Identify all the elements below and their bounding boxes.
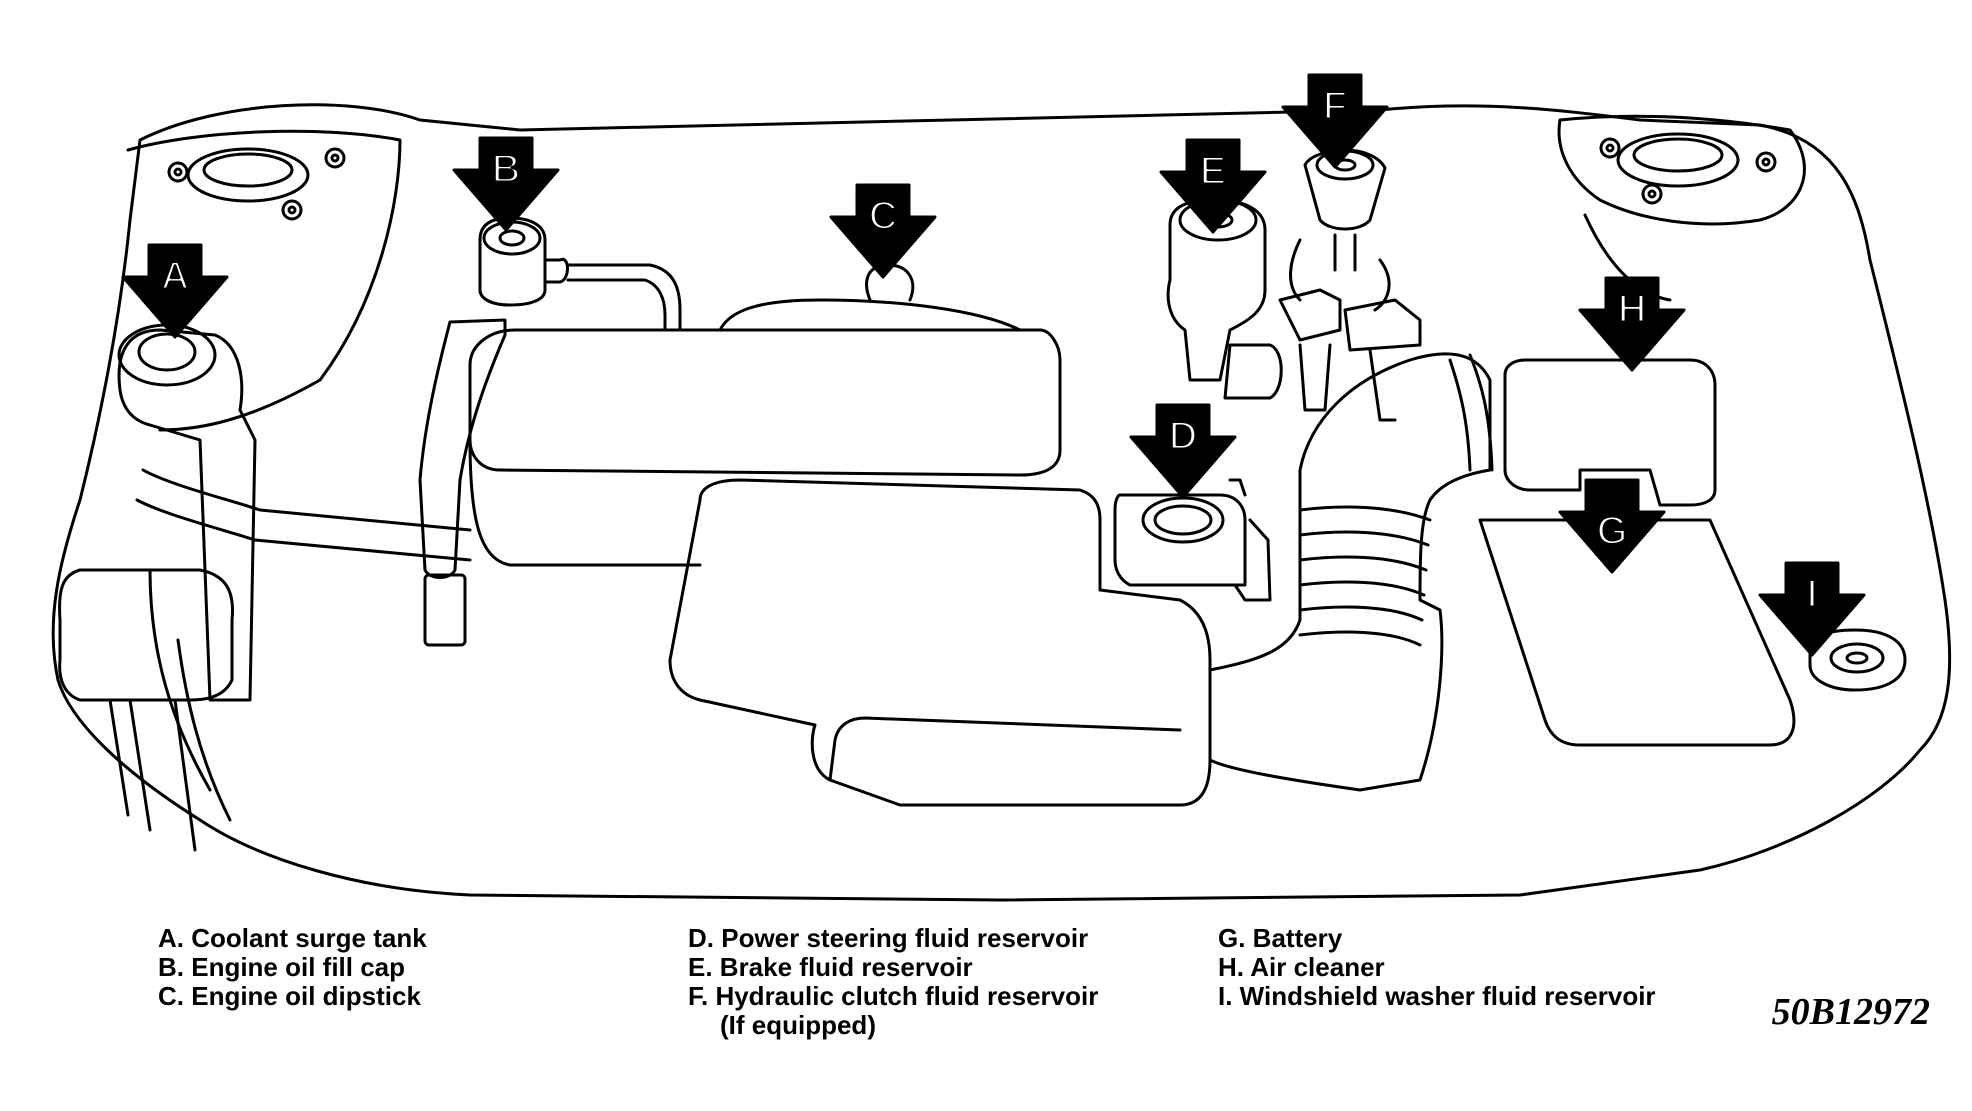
engine-left-rail [418, 318, 507, 579]
legend-item-f: F. Hydraulic clutch fluid reservoir [688, 981, 1099, 1011]
callout-arrow-a: A [121, 243, 229, 339]
callout-label-e: E [1200, 149, 1227, 193]
callout-label-i: I [1806, 572, 1817, 616]
legend-item-d: D. Power steering fluid reservoir [688, 923, 1089, 953]
air-cleaner-duct [1208, 352, 1494, 792]
callout-label-a: A [161, 254, 190, 298]
brake-fluid-reservoir [1166, 198, 1283, 400]
callout-label-g: G [1596, 509, 1627, 553]
callout-arrow-g: G [1558, 478, 1666, 574]
legend-column-3: G. Battery H. Air cleaner I. Windshield … [1218, 924, 1656, 1011]
legend-item-c: C. Engine oil dipstick [158, 981, 421, 1011]
callout-arrow-b: B [452, 136, 560, 232]
legend-item-a: A. Coolant surge tank [158, 923, 427, 953]
right-strut-tower [1557, 114, 1806, 302]
air-cleaner [1503, 358, 1717, 507]
legend-item-e: E. Brake fluid reservoir [688, 952, 973, 982]
legend-item-i: I. Windshield washer fluid reservoir [1218, 981, 1656, 1011]
power-steering-fluid-reservoir [1113, 478, 1272, 602]
callout-label-d: D [1169, 414, 1198, 458]
radiator-end-tank [58, 568, 235, 852]
legend-item-g: G. Battery [1218, 923, 1343, 953]
callout-arrow-e: E [1159, 138, 1267, 234]
legend-item-f-note: (If equipped) [720, 1010, 876, 1040]
left-strut-tower [126, 129, 402, 432]
callout-arrow-c: C [829, 183, 937, 279]
callout-label-f: F [1323, 84, 1347, 128]
callout-label-b: B [492, 147, 521, 191]
legend-item-h: H. Air cleaner [1218, 952, 1385, 982]
hydraulic-clutch-fluid-reservoir [1278, 148, 1422, 422]
engine-compartment-outline [51, 103, 1952, 902]
callout-label-h: H [1618, 287, 1647, 331]
engine-oil-fill-cap [478, 216, 682, 332]
battery [1478, 518, 1796, 747]
legend-column-1: A. Coolant surge tank B. Engine oil fill… [158, 924, 427, 1011]
windshield-washer-fluid-reservoir [1808, 628, 1907, 692]
inner-contour-left [148, 568, 232, 822]
figure-number: 50B12972 [1771, 991, 1930, 1033]
air-intake-duct [668, 478, 1212, 807]
callout-arrow-d: D [1129, 403, 1237, 499]
callout-arrow-f: F [1281, 73, 1389, 169]
callout-arrow-h: H [1578, 276, 1686, 372]
coolant-surge-tank [117, 323, 472, 702]
valve-cover [468, 298, 1062, 567]
callout-label-c: C [869, 194, 898, 238]
legend-column-2: D. Power steering fluid reservoir E. Bra… [688, 924, 1098, 1040]
callout-arrow-i: I [1758, 561, 1866, 657]
wire-connector [423, 573, 467, 647]
legend-item-b: B. Engine oil fill cap [158, 952, 406, 982]
